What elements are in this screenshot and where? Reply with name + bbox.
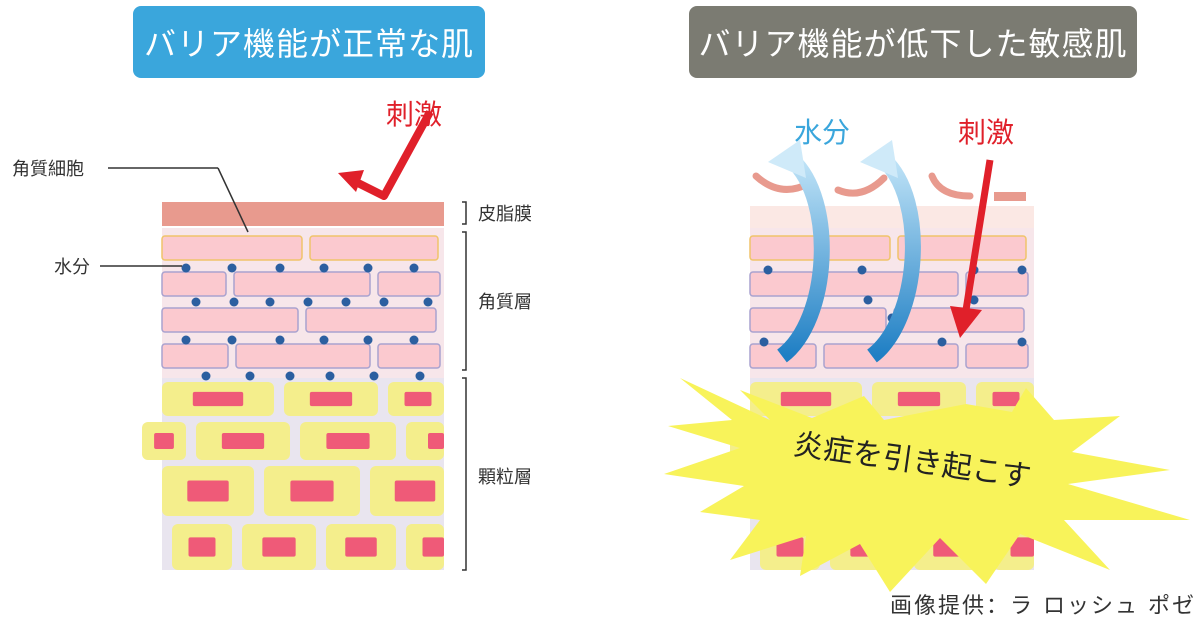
moisture-dot: [319, 263, 329, 273]
cell-nucleus: [897, 391, 941, 407]
moisture-dot: [409, 263, 419, 273]
moisture-dot: [285, 371, 295, 381]
stimulus-label-left: 刺激: [386, 98, 442, 131]
moisture-dot: [423, 297, 433, 307]
moisture-dot: [303, 297, 313, 307]
cell-nucleus: [780, 391, 832, 407]
moisture-dot: [227, 335, 237, 345]
corneocyte: [965, 271, 1029, 297]
moisture-dot: [319, 335, 329, 345]
label-stratum-granulosum: 顆粒層: [478, 467, 532, 488]
moisture-escape-arrows: [768, 140, 921, 363]
corneocyte: [309, 235, 439, 261]
moisture-dot: [363, 335, 373, 345]
corneocyte: [377, 343, 441, 369]
cell-nucleus: [404, 391, 432, 407]
corneocyte: [233, 271, 371, 297]
moisture-dot: [275, 263, 285, 273]
moisture-dot: [863, 295, 873, 305]
corneocyte: [749, 271, 815, 297]
stimulus-label-right: 刺激: [958, 116, 1014, 149]
corneocyte: [161, 271, 227, 297]
bracket-corneum: [462, 231, 467, 371]
moisture-dot: [415, 371, 425, 381]
corneocyte: [161, 235, 303, 261]
moisture-dot: [363, 263, 373, 273]
moisture-dot: [369, 371, 379, 381]
moisture-dot: [181, 335, 191, 345]
image-credit: 画像提供：ラ ロッシュ ポゼ: [890, 594, 1196, 619]
cell-nucleus: [309, 391, 353, 407]
cell-nucleus: [192, 391, 244, 407]
label-stratum-corneum: 角質層: [478, 292, 532, 313]
bracket-granular: [462, 377, 467, 571]
label-corneocyte: 角質細胞: [12, 159, 84, 180]
moisture-dot: [857, 265, 867, 275]
corneocyte-layer: [161, 235, 441, 369]
corneocyte: [965, 343, 1029, 369]
moisture-dot: [265, 297, 275, 307]
bracket-sebum: [462, 201, 467, 225]
sebum-membrane: [162, 202, 444, 226]
cell-nucleus: [394, 480, 436, 502]
moisture-dot: [1017, 265, 1027, 275]
label-sebum-membrane: 皮脂膜: [478, 204, 532, 225]
moisture-dot: [969, 295, 979, 305]
cell-nucleus: [345, 537, 377, 557]
cell-nucleus: [187, 480, 229, 502]
moisture-dot: [275, 335, 285, 345]
moisture-dots: [181, 263, 433, 381]
cell-nucleus: [422, 537, 444, 557]
damaged-sebum-zone: [750, 206, 1034, 228]
cell-nucleus: [428, 433, 444, 449]
moisture-dot: [191, 297, 201, 307]
moisture-dot: [341, 297, 351, 307]
moisture-label-right: 水分: [794, 116, 850, 149]
stimulus-penetrate-arrow: [950, 159, 994, 338]
granular-cell: [406, 422, 444, 460]
granular-cells: [142, 382, 444, 570]
cell-nucleus: [188, 537, 216, 557]
corneocyte-layer-damaged: [749, 235, 1029, 369]
corneocyte: [305, 307, 437, 333]
moisture-dot: [325, 371, 335, 381]
title-sensitive-skin: バリア機能が低下した敏感肌: [689, 6, 1137, 78]
cell-nucleus: [154, 433, 174, 449]
moisture-dot: [409, 335, 419, 345]
cell-nucleus: [290, 480, 334, 502]
cell-nucleus: [262, 537, 296, 557]
moisture-dot: [245, 371, 255, 381]
normal-skin-cross-section: [142, 202, 444, 570]
corneocyte: [897, 235, 1027, 261]
moisture-dot: [937, 337, 947, 347]
moisture-dot: [1017, 337, 1027, 347]
cell-nucleus: [326, 433, 370, 449]
cell-nucleus: [1010, 537, 1034, 557]
corneocyte: [377, 271, 441, 297]
moisture-dot: [227, 263, 237, 273]
title-normal-skin: バリア機能が正常な肌: [133, 6, 485, 78]
moisture-dot: [379, 297, 389, 307]
moisture-dot: [763, 265, 773, 275]
stimulus-deflect-arrow: [338, 110, 434, 200]
moisture-dot: [759, 337, 769, 347]
inflammation-burst: [664, 378, 1190, 592]
moisture-dot: [181, 263, 191, 273]
moisture-dot: [229, 297, 239, 307]
cell-nucleus: [221, 433, 265, 449]
corneocyte: [161, 343, 229, 369]
corneocyte: [161, 307, 299, 333]
cell-nucleus: [992, 391, 1020, 407]
label-moisture: 水分: [54, 257, 90, 278]
corneocyte: [821, 271, 959, 297]
moisture-dot: [201, 371, 211, 381]
corneocyte: [235, 343, 371, 369]
